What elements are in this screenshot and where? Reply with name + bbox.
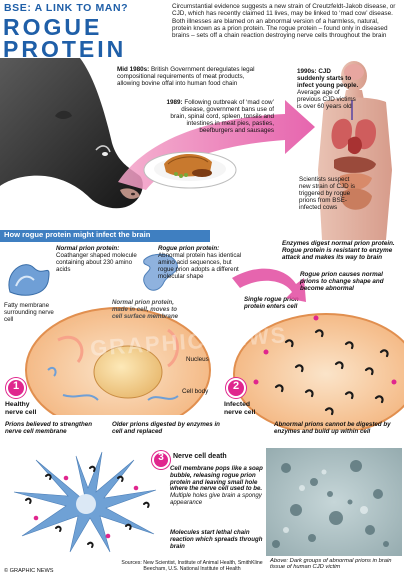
y1990s-text: Average age of previous CJD victims is o…: [297, 89, 356, 111]
pops-text: Multiple holes give brain a spongy appea…: [170, 492, 262, 507]
normal-prion-head: Normal prion protein:: [56, 245, 120, 252]
y1990s-year: 1990s:: [297, 68, 317, 75]
step3-label: Nerve cell death: [173, 453, 227, 460]
credit: © GRAPHIC NEWS: [4, 568, 54, 574]
step3-number: 3: [158, 452, 164, 463]
rogue-prion-text: Abnormal protein has identical amino aci…: [158, 251, 242, 280]
title-line-1: ROGUE: [3, 14, 103, 40]
rogue-causes-text: Rogue prion causes normal prions to chan…: [300, 271, 384, 293]
healthy-nerve-cell: [25, 307, 211, 415]
normal-in-membrane-label: Normal prion protein, made in cell, move…: [112, 299, 179, 320]
section-title: How rogue protein might infect the brain: [4, 230, 151, 239]
chain-reaction-text: Molecules start lethal chain reaction wh…: [170, 529, 263, 550]
infection-arrow: [232, 268, 306, 302]
meat-pie-plate: [143, 151, 237, 189]
abnormal-cannot-text: Abnormal prions cannot be digested by en…: [274, 421, 391, 435]
step2-label: Infected nerve cell: [224, 401, 256, 416]
sources: Sources: New Scientist, Institute of Ani…: [121, 560, 263, 572]
rogue-prion-molecule: [143, 253, 178, 291]
y1989-year: 1989:: [166, 99, 183, 106]
mid80s-block: Mid 1980s: British Government deregulate…: [117, 66, 267, 87]
cell-death-burst: [13, 451, 157, 553]
y1989-text: Following outbreak of ‘mad cow’ disease,…: [170, 99, 274, 135]
kicker: BSE: A LINK TO MAN?: [4, 2, 129, 14]
section-banner: [0, 230, 210, 242]
nucleus-label: Nucleus: [186, 356, 209, 363]
infected-nerve-cell: [233, 313, 404, 430]
step1-number: 1: [12, 380, 20, 392]
photo-caption: Above: Dark groups of abnormal prions in…: [270, 558, 392, 571]
rogue-prion-block: Rogue prion protein: Abnormal protein ha…: [158, 245, 248, 281]
enzymes-digest-text: Enzymes digest normal prion protein. Rog…: [282, 240, 395, 262]
normal-prion-block: Normal prion protein: Coathanger shaped …: [56, 245, 146, 274]
normal-prion-text: Coathanger shaped molecule containing ab…: [56, 251, 137, 273]
header-background: [0, 0, 404, 62]
step3-circle: [152, 451, 170, 469]
older-prions-text: Older prions digested by enzymes in cell…: [112, 421, 220, 435]
step1-label: Healthy nerve cell: [5, 401, 37, 416]
y1990s-bold: CJD suddenly starts to infect young peop…: [297, 68, 359, 90]
mid80s-text: British Government deregulates legal com…: [117, 66, 255, 88]
pops-block: Cell membrane pops like a soap bubble, r…: [170, 465, 264, 507]
step2-number: 2: [232, 380, 240, 392]
rogue-prion-head: Rogue prion protein:: [158, 245, 220, 252]
step1-circle: [6, 378, 26, 398]
y1989-block: 1989: Following outbreak of ‘mad cow’ di…: [166, 99, 274, 134]
title-line-2: PROTEIN: [3, 36, 127, 62]
fatty-membrane-label: Fatty membrane surrounding nerve cell: [4, 302, 54, 323]
human-body-figure: [318, 61, 392, 240]
cell-body-label: Cell body: [182, 388, 209, 395]
scientists-text: Scientists suspect new strain of CJD is …: [299, 176, 355, 212]
pops-head: Cell membrane pops like a soap bubble, r…: [170, 465, 263, 493]
cow-illustration: [0, 58, 143, 209]
brain-tissue-photo: [266, 448, 402, 556]
step2-circle: [226, 378, 246, 398]
single-rogue-label: Single rogue prion protein enters cell: [244, 296, 299, 310]
y1990s-block: 1990s: CJD suddenly starts to infect you…: [297, 68, 359, 110]
normal-prion-molecule: [8, 264, 50, 296]
mid80s-year: Mid 1980s:: [117, 66, 150, 73]
intro-text: Circumstantial evidence suggests a new s…: [172, 3, 396, 40]
prions-strengthen-text: Prions believed to strengthen nerve cell…: [5, 421, 92, 435]
